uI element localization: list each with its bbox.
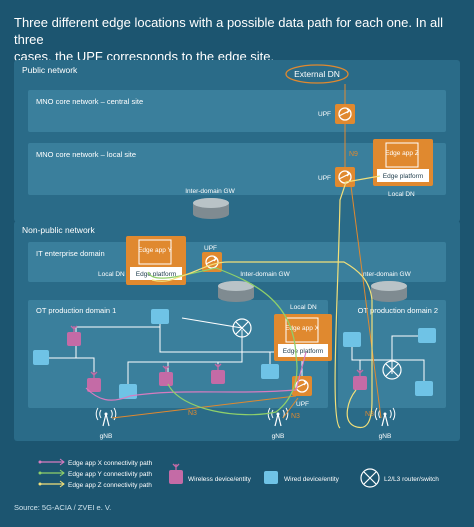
local-upf-label: UPF: [318, 175, 331, 182]
public-gw-icon: [193, 198, 229, 219]
central-upf-icon: [334, 103, 356, 125]
legend-path-x: Edge app X connectivity path: [68, 460, 153, 467]
central-upf-label: UPF: [318, 111, 331, 118]
np-gw-right-label: Inter-domain GW: [361, 271, 411, 278]
ot-upf-label: UPF: [296, 401, 309, 408]
np-gw-left-label: Inter-domain GW: [240, 271, 290, 278]
edge-app-y-path: [147, 267, 298, 416]
wired-device: [151, 309, 169, 324]
edge-platform-y-label: Edge platform: [136, 271, 176, 278]
n3-label: N3: [291, 413, 300, 420]
wired-device: [33, 350, 49, 365]
source-note: Source: 5G-ACIA / ZVEI e. V.: [14, 503, 112, 512]
legend-router-icon: [360, 468, 380, 488]
legend-wired-icon: [264, 471, 278, 484]
external-dn-label: External DN: [294, 69, 340, 79]
wired-device: [343, 332, 361, 347]
legend-wireless-icon: [168, 463, 184, 485]
edge-app-y-label: Edge app Y: [138, 247, 173, 254]
edge-site-z: Edge app Z Edge platform: [373, 139, 433, 186]
edge-app-z-path: [151, 175, 381, 429]
n3-label: N3: [365, 411, 374, 418]
legend-wireless: Wireless device/entity: [188, 476, 252, 483]
legend: Edge app X connectivity path Edge app Y …: [38, 458, 439, 489]
np-gw-left-icon: [218, 281, 254, 302]
ot-upf-icon: [291, 375, 313, 397]
gnb-label: gNB: [272, 433, 285, 440]
edge-app-x-path: [85, 351, 307, 401]
wired-device: [415, 381, 433, 396]
gnb-label: gNB: [100, 433, 113, 440]
wired-device: [418, 328, 436, 343]
public-gw-label: Inter-domain GW: [185, 188, 235, 195]
n3-label: N3: [188, 410, 197, 417]
edge-app-z-label: Edge app Z: [385, 150, 419, 157]
legend-path-y: Edge app Y connectivity path: [68, 471, 152, 478]
edge-site-x: Edge app X Edge platform: [274, 314, 332, 361]
n3-link: [282, 397, 299, 419]
edge-platform-x-label: Edge platform: [283, 348, 323, 355]
ot-domain-2-label: OT production domain 2: [358, 306, 438, 315]
n9-label: N9: [349, 151, 358, 158]
legend-router: L2/L3 router/switch: [384, 476, 439, 483]
np-gw-right-icon: [371, 281, 407, 302]
public-network-label: Public network: [22, 65, 78, 75]
legend-wired: Wired device/entity: [284, 476, 340, 483]
wired-device: [261, 364, 279, 379]
it-upf-label: UPF: [204, 245, 217, 252]
n3-link: [111, 395, 297, 419]
external-dn: [285, 64, 349, 84]
local-site-label: MNO core network – local site: [36, 150, 136, 159]
local-dn-y-label: Local DN: [98, 271, 125, 278]
legend-path-z: Edge app Z connectivity path: [68, 482, 152, 489]
edge-site-y: Edge app Y Edge platform: [126, 236, 186, 285]
gnb-label: gNB: [379, 433, 392, 440]
it-domain-label: IT enterprise domain: [36, 249, 105, 258]
edge-platform-z-label: Edge platform: [383, 173, 423, 180]
local-dn-x-label: Local DN: [290, 304, 317, 311]
title-line-1: Three different edge locations with a po…: [14, 15, 444, 47]
local-dn-z-label: Local DN: [388, 191, 415, 198]
non-public-network-label: Non-public network: [22, 225, 96, 235]
edge-app-x-label: Edge app X: [285, 325, 320, 332]
n3-link: [350, 185, 382, 419]
ot-domain-1-label: OT production domain 1: [36, 306, 116, 315]
central-site-label: MNO core network – central site: [36, 97, 143, 106]
